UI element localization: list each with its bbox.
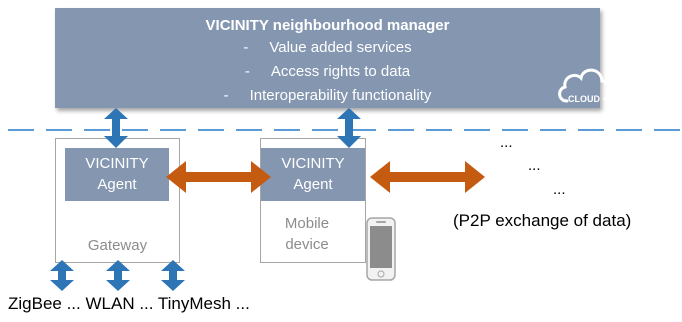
mobile-device-label: Mobile device bbox=[261, 213, 353, 255]
agent-line-1: VICINITY bbox=[281, 155, 345, 172]
cloud-label: CLOUD bbox=[568, 94, 600, 104]
agent-line-2: Agent bbox=[293, 176, 333, 193]
mobile-vicinity-agent: VICINITY Agent bbox=[261, 148, 365, 201]
manager-item-text: Value added services bbox=[269, 39, 412, 56]
label-line-2: device bbox=[285, 236, 329, 253]
gateway-mobile-arrow bbox=[166, 161, 271, 193]
ellipsis-1: ... bbox=[500, 134, 513, 151]
mobile-p2p-arrow bbox=[370, 161, 485, 193]
ellipsis-2: ... bbox=[528, 157, 541, 174]
bullet-dash: - bbox=[223, 87, 229, 104]
gateway-box: VICINITY Agent Gateway bbox=[55, 138, 180, 263]
gateway-vicinity-agent: VICINITY Agent bbox=[65, 148, 169, 201]
manager-item: - Value added services bbox=[55, 39, 600, 56]
gateway-label: Gateway bbox=[87, 237, 148, 254]
manager-item-text: Access rights to data bbox=[270, 63, 411, 80]
manager-item-text: Interoperability functionality bbox=[249, 87, 432, 104]
manager-item: - Access rights to data bbox=[55, 63, 600, 80]
protocols-label: ZigBee ... WLAN ... TinyMesh ... bbox=[8, 294, 250, 313]
wlan-arrow bbox=[106, 260, 130, 291]
agent-line-2: Agent bbox=[97, 176, 137, 193]
manager-title: VICINITY neighbourhood manager bbox=[205, 17, 450, 34]
cloud-icon: CLOUD bbox=[558, 68, 611, 104]
mobile-device-box: VICINITY Agent Mobile device bbox=[260, 138, 366, 263]
ellipsis-3: ... bbox=[553, 181, 566, 198]
neighbourhood-manager-box: VICINITY neighbourhood manager - Value ad… bbox=[55, 8, 611, 108]
zigbee-arrow bbox=[50, 260, 74, 291]
agent-line-1: VICINITY bbox=[85, 155, 149, 172]
tinymesh-arrow bbox=[161, 260, 185, 291]
bullet-dash: - bbox=[243, 39, 249, 56]
manager-item: - Interoperability functionality bbox=[55, 87, 600, 104]
p2p-exchange-label: (P2P exchange of data) bbox=[453, 211, 632, 230]
label-line-1: Mobile bbox=[284, 215, 330, 232]
bullet-dash: - bbox=[244, 63, 250, 80]
smartphone-icon bbox=[366, 217, 396, 281]
